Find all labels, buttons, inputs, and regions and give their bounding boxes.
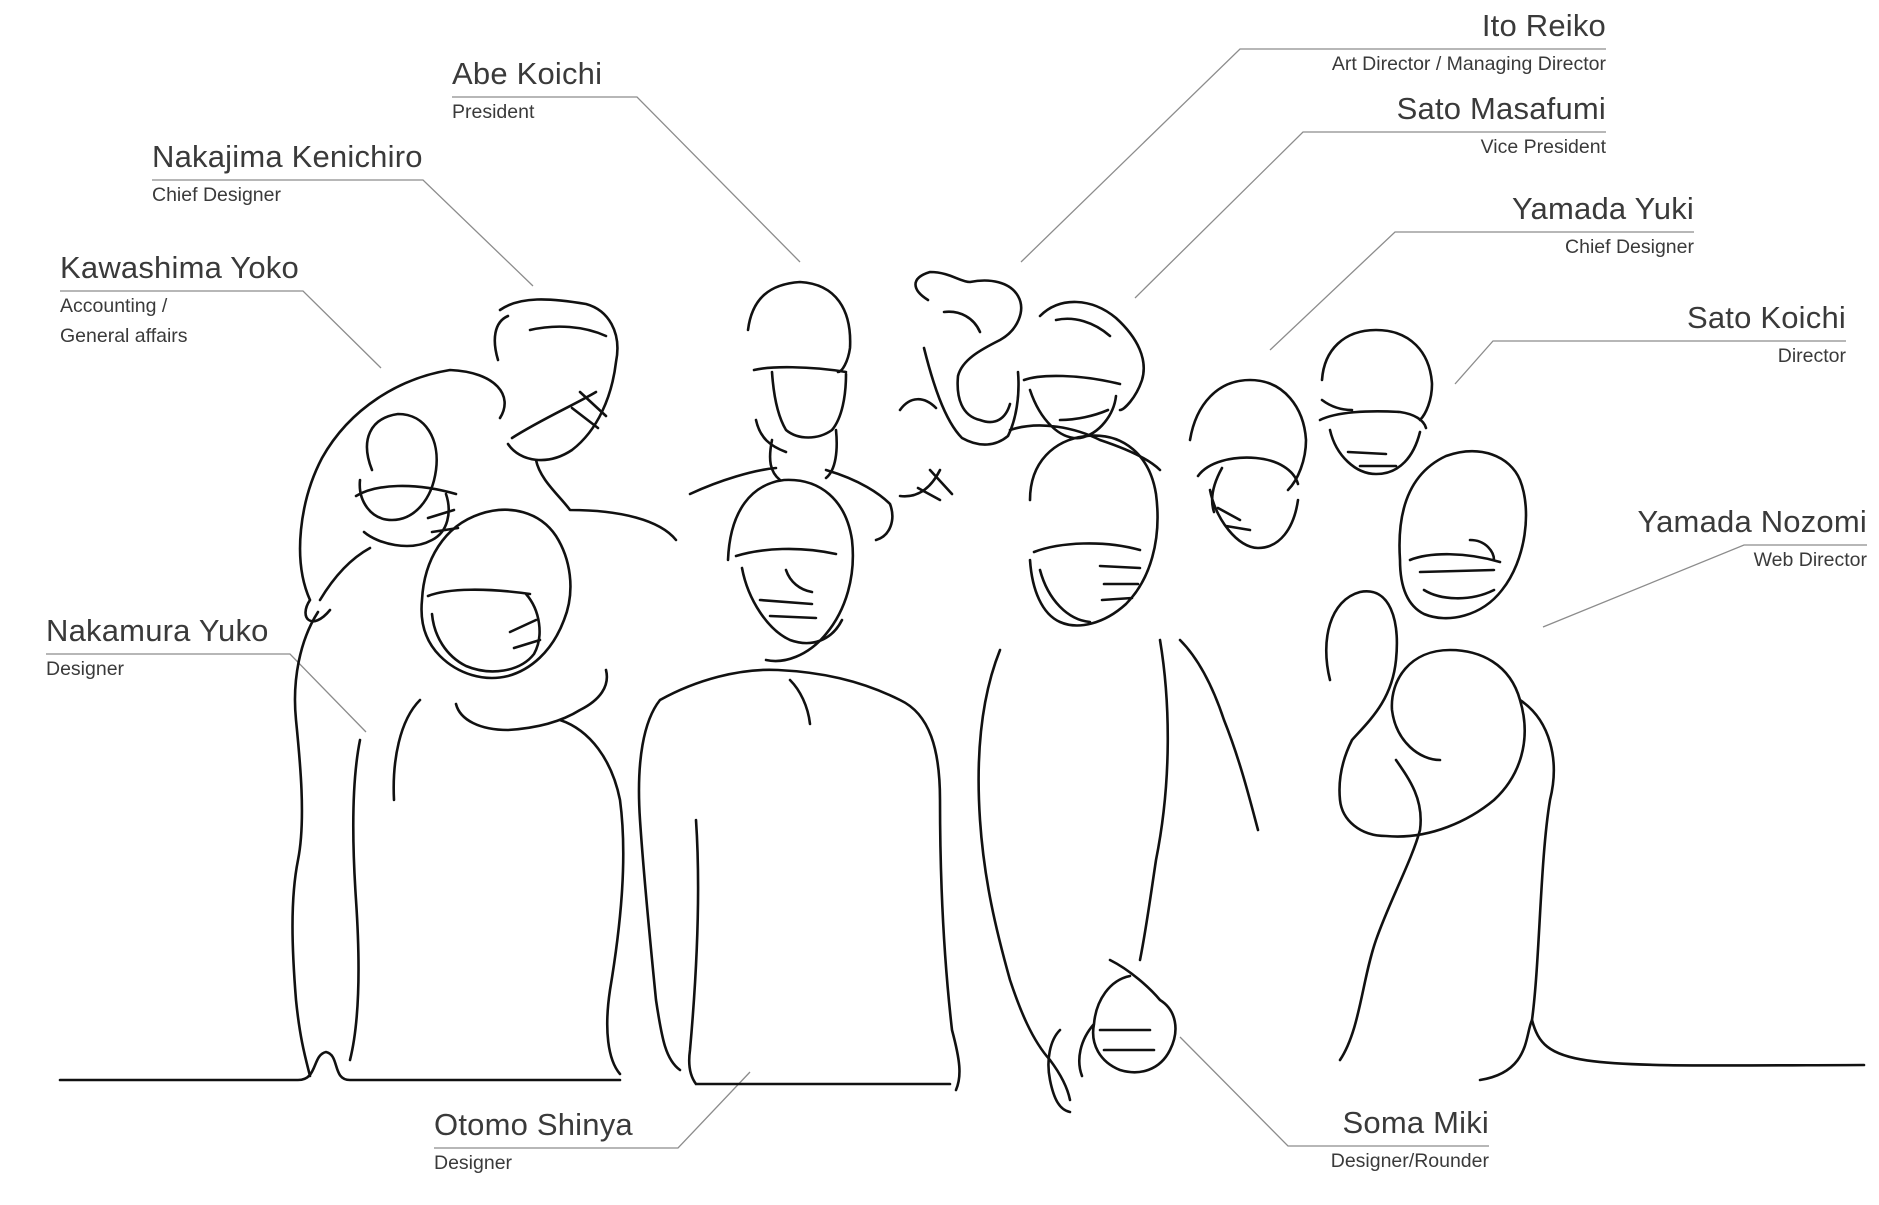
leader-line-sato-koichi — [1454, 340, 1846, 385]
person-role: Designer/Rounder — [1330, 1150, 1489, 1172]
ground-line — [58, 1018, 1866, 1082]
person-name: Sato Masafumi — [1396, 91, 1606, 126]
person-role: Web Director — [1753, 549, 1867, 571]
leader-line-nakajima-kenichiro — [152, 179, 534, 287]
person-label-sato-koichi: Sato Koichi Director — [1687, 299, 1846, 371]
person-label-yamada-nozomi: Yamada Nozomi Web Director — [1638, 503, 1867, 575]
person-role: Designer — [434, 1152, 513, 1174]
figure-sato-koichi — [1318, 328, 1434, 476]
figure-kawashima-yoko — [298, 368, 506, 623]
person-name: Abe Koichi — [452, 56, 603, 91]
person-role: President — [452, 101, 535, 123]
person-name: Soma Miki — [1342, 1105, 1489, 1140]
person-role: Accounting / General affairs — [60, 291, 299, 351]
person-role: Designer — [46, 658, 125, 680]
person-label-yamada-yuki: Yamada Yuki Chief Designer — [1512, 190, 1694, 262]
person-name: Sato Koichi — [1686, 300, 1846, 335]
person-label-abe-koichi: Abe Koichi President — [452, 55, 602, 127]
person-name: Nakamura Yuko — [46, 613, 269, 648]
person-role: Vice President — [1480, 136, 1606, 158]
person-role-line: Accounting / — [60, 295, 168, 317]
figure-otomo-shinya — [637, 478, 961, 1092]
person-role: Chief Designer — [1565, 236, 1694, 258]
person-label-otomo-shinya: Otomo Shinya Designer — [434, 1106, 633, 1178]
leader-line-otomo-shinya — [434, 1071, 751, 1149]
leader-line-nakamura-yuko — [46, 653, 367, 733]
person-label-sato-masafumi: Sato Masafumi Vice President — [1397, 90, 1606, 162]
person-role-line: General affairs — [60, 325, 188, 347]
leader-lines — [46, 48, 1867, 1149]
person-name: Otomo Shinya — [434, 1107, 633, 1142]
leader-line-sato-masafumi — [1134, 131, 1606, 299]
person-role: Art Director / Managing Director — [1331, 53, 1606, 75]
person-name: Kawashima Yoko — [60, 250, 299, 285]
figure-yamada-yuki — [1188, 378, 1308, 550]
leader-line-yamada-nozomi — [1542, 544, 1867, 628]
person-name: Nakajima Kenichiro — [152, 139, 423, 174]
person-label-kawashima-yoko: Kawashima Yoko Accounting / General affa… — [60, 249, 299, 351]
team-figures — [58, 270, 1866, 1114]
person-label-nakajima-kenichiro: Nakajima Kenichiro Chief Designer — [152, 138, 423, 210]
figure-nakamura-yuko — [291, 508, 625, 1078]
person-role: Director — [1777, 345, 1846, 367]
person-name: Yamada Yuki — [1511, 191, 1694, 226]
person-label-soma-miki: Soma Miki Designer/Rounder — [1331, 1104, 1489, 1176]
figure-nakajima-kenichiro — [493, 298, 678, 542]
figure-abe-koichi — [688, 280, 894, 542]
person-role: Chief Designer — [152, 184, 281, 206]
figure-sato-masafumi — [1008, 300, 1162, 472]
person-label-ito-reiko: Ito Reiko Art Director / Managing Direct… — [1332, 7, 1606, 79]
person-name: Yamada Nozomi — [1637, 504, 1867, 539]
leader-line-ito-reiko — [1020, 48, 1606, 263]
leader-line-kawashima-yoko — [60, 290, 382, 369]
figure-ito-reiko — [898, 270, 1023, 502]
person-label-nakamura-yuko: Nakamura Yuko Designer — [46, 612, 269, 684]
leader-line-soma-miki — [1179, 1036, 1489, 1147]
figure-soma-miki — [977, 434, 1260, 1114]
person-name: Ito Reiko — [1481, 8, 1606, 43]
leader-line-yamada-yuki — [1269, 231, 1694, 351]
leader-line-abe-koichi — [452, 96, 801, 263]
figure-yamada-nozomi — [1324, 450, 1556, 1062]
